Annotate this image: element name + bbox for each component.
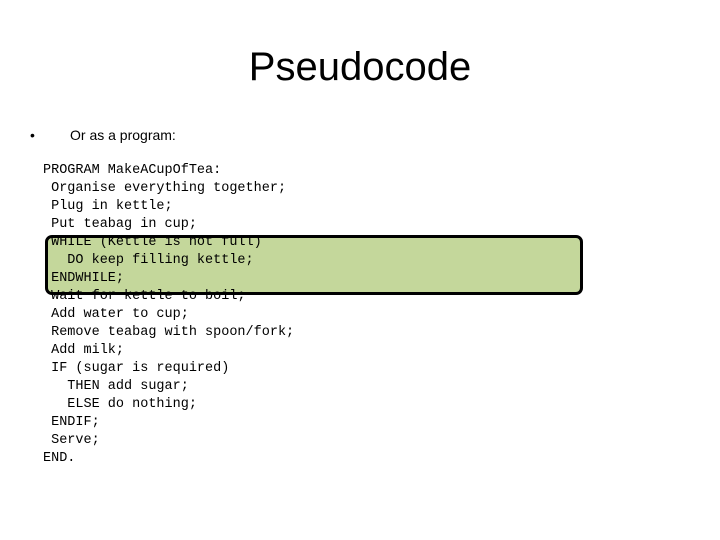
code-line: END.: [43, 451, 76, 466]
code-line: Remove teabag with spoon/fork;: [43, 325, 295, 340]
slide-title: Pseudocode: [248, 45, 472, 89]
code-line: ELSE do nothing;: [43, 397, 197, 412]
code-line: Wait for kettle to boil;: [43, 289, 246, 304]
code-line: Organise everything together;: [43, 181, 287, 196]
code-line: DO keep filling kettle;: [43, 253, 254, 268]
while-loop-highlight: [45, 235, 583, 295]
code-line: Add milk;: [43, 343, 125, 358]
bullet-marker: •: [30, 127, 35, 143]
code-line: Put teabag in cup;: [43, 217, 197, 232]
code-line: ENDIF;: [43, 415, 100, 430]
code-line: PROGRAM MakeACupOfTea:: [43, 163, 222, 178]
code-line: THEN add sugar;: [43, 379, 189, 394]
code-line: Serve;: [43, 433, 100, 448]
bullet-text: Or as a program:: [70, 127, 176, 143]
code-line: WHILE (Kettle is not full): [43, 235, 262, 250]
bullet-item: • Or as a program:: [30, 124, 176, 146]
code-line: IF (sugar is required): [43, 361, 230, 376]
code-line: Plug in kettle;: [43, 199, 173, 214]
pseudocode-block: PROGRAM MakeACupOfTea: Organise everythi…: [43, 162, 294, 468]
code-line: ENDWHILE;: [43, 271, 125, 286]
code-line: Add water to cup;: [43, 307, 189, 322]
